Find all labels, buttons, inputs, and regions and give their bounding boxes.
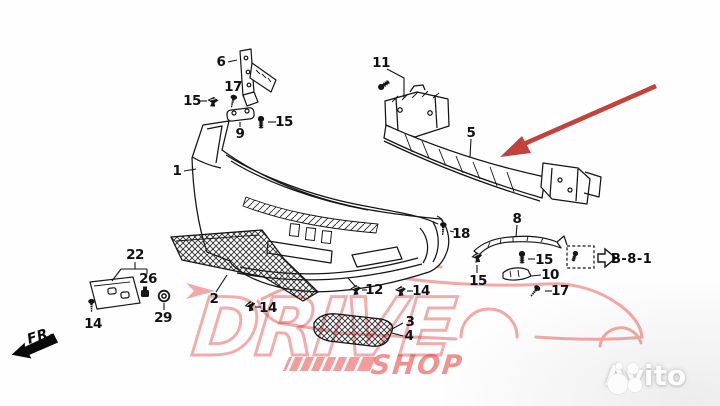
part-number-label-12: 12 <box>365 282 383 298</box>
part-number-label-18: 18 <box>452 226 470 242</box>
avito-watermark: Avito <box>605 359 686 395</box>
part-number-label-2: 2 <box>209 291 219 307</box>
part-number-label-1: 1 <box>172 163 182 179</box>
part-number-label-15: 15 <box>469 273 487 289</box>
part-number-label-4: 4 <box>404 328 414 344</box>
spacer-plate-part-9 <box>226 107 255 122</box>
part-number-label-3: 3 <box>405 314 415 330</box>
part-number-label-10: 10 <box>541 267 559 283</box>
part-number-label-17: 17 <box>224 79 242 95</box>
part-number-label-6: 6 <box>216 54 226 70</box>
part-number-label-14: 14 <box>412 283 430 299</box>
license-bracket-part-22 <box>89 276 141 310</box>
leader-lines <box>111 59 552 337</box>
part-number-label-14: 14 <box>84 316 102 332</box>
ref-callout-b81 <box>566 245 618 269</box>
part-number-label-22: 22 <box>126 247 144 263</box>
part-number-label-9: 9 <box>235 126 245 142</box>
part-number-label-15: 15 <box>275 114 293 130</box>
part-number-label-14: 14 <box>259 300 277 316</box>
part-number-label-29: 29 <box>154 310 172 326</box>
part-number-label-26: 26 <box>139 271 157 287</box>
part-number-label-11: 11 <box>372 55 390 71</box>
front-grille-part-2 <box>170 229 319 302</box>
part-number-label-15: 15 <box>183 93 201 109</box>
fog-garnish-part-3-4 <box>313 313 394 347</box>
part-number-label-5: 5 <box>466 125 476 141</box>
side-bracket-part-8 <box>473 235 568 256</box>
ref-label-b81: B-8-1 <box>611 252 653 267</box>
part-number-label-15: 15 <box>535 252 553 268</box>
corner-gradient <box>440 276 720 406</box>
part-number-label-17: 17 <box>551 283 569 299</box>
bumper-beam-part-5 <box>383 84 602 205</box>
part-number-label-8: 8 <box>512 211 522 227</box>
stay-bracket-part-6 <box>239 48 277 107</box>
fr-direction-arrow <box>11 333 59 359</box>
ref-arrow-icon <box>597 247 618 269</box>
avito-logo-icon <box>607 361 643 395</box>
